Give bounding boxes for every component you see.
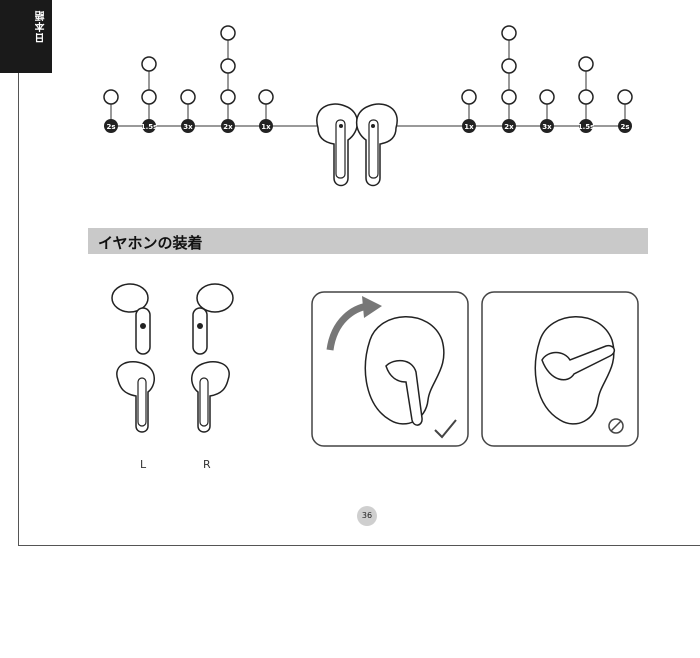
control-label: 3x bbox=[542, 123, 552, 131]
hangup-icon bbox=[578, 56, 594, 72]
right-label: R bbox=[203, 458, 211, 471]
volume-up-icon bbox=[461, 89, 477, 105]
control-label: 1.5s bbox=[578, 123, 595, 131]
control-label: 2s bbox=[620, 123, 629, 131]
game-mode-icon bbox=[180, 89, 196, 105]
language-tab: 日本語 bbox=[0, 0, 52, 73]
page-frame bbox=[18, 0, 700, 546]
left-control-2x: 2x bbox=[220, 25, 236, 133]
control-label: 1x bbox=[261, 123, 271, 131]
call-reject-icon bbox=[103, 89, 119, 105]
wearing-illustrations bbox=[311, 291, 639, 447]
right-earbud-side-view bbox=[192, 283, 234, 355]
earbud-misaligned bbox=[541, 344, 616, 381]
play-pause-icon bbox=[220, 25, 236, 41]
left-control-3x: 3x bbox=[180, 89, 196, 133]
control-label: 2s bbox=[106, 123, 115, 131]
answer-call-icon bbox=[501, 58, 517, 74]
right-earbud-front-view bbox=[191, 360, 230, 433]
checkmark-icon bbox=[434, 419, 457, 439]
microphone-icon bbox=[539, 89, 555, 105]
incorrect-wearing-panel bbox=[481, 291, 639, 447]
next-track-icon bbox=[578, 89, 594, 105]
left-earbud-side-view bbox=[111, 283, 151, 355]
control-label: 1.5s bbox=[141, 123, 158, 131]
right-control-2x: 2x bbox=[501, 25, 517, 133]
correct-wearing-panel bbox=[311, 291, 469, 447]
prohibited-icon bbox=[608, 418, 624, 434]
volume-down-icon bbox=[258, 89, 274, 105]
hangup-icon bbox=[141, 56, 157, 72]
end-call-icon bbox=[220, 89, 236, 105]
play-pause-icon bbox=[501, 25, 517, 41]
section-title: イヤホンの装着 bbox=[98, 234, 203, 252]
call-reject-icon bbox=[617, 89, 633, 105]
left-earbud-illustration bbox=[316, 103, 359, 187]
left-control-2s: 2s bbox=[103, 89, 119, 133]
left-label: L bbox=[140, 458, 147, 471]
answer-call-icon bbox=[220, 58, 236, 74]
right-control-2s: 2s bbox=[617, 89, 633, 133]
earbud-lr-illustration bbox=[111, 283, 234, 433]
left-earbud-front-view bbox=[116, 360, 155, 433]
control-label: 2x bbox=[504, 123, 514, 131]
touch-controls-diagram: 2s 1.5s 3x 2x 1x bbox=[103, 25, 633, 187]
voice-assistant-icon bbox=[141, 89, 157, 105]
section-heading: イヤホンの装着 bbox=[88, 228, 648, 254]
left-control-1x: 1x bbox=[258, 89, 274, 133]
control-label: 3x bbox=[183, 123, 193, 131]
right-control-1-5s: 1.5s bbox=[578, 56, 595, 133]
right-earbud-illustration bbox=[355, 103, 398, 187]
right-control-1x: 1x bbox=[461, 89, 477, 133]
end-call-icon bbox=[501, 89, 517, 105]
control-label: 1x bbox=[464, 123, 474, 131]
page-number: 36 bbox=[357, 506, 377, 526]
right-control-3x: 3x bbox=[539, 89, 555, 133]
left-control-1-5s: 1.5s bbox=[141, 56, 158, 133]
earbud-in-ear bbox=[385, 359, 423, 426]
control-label: 2x bbox=[223, 123, 233, 131]
